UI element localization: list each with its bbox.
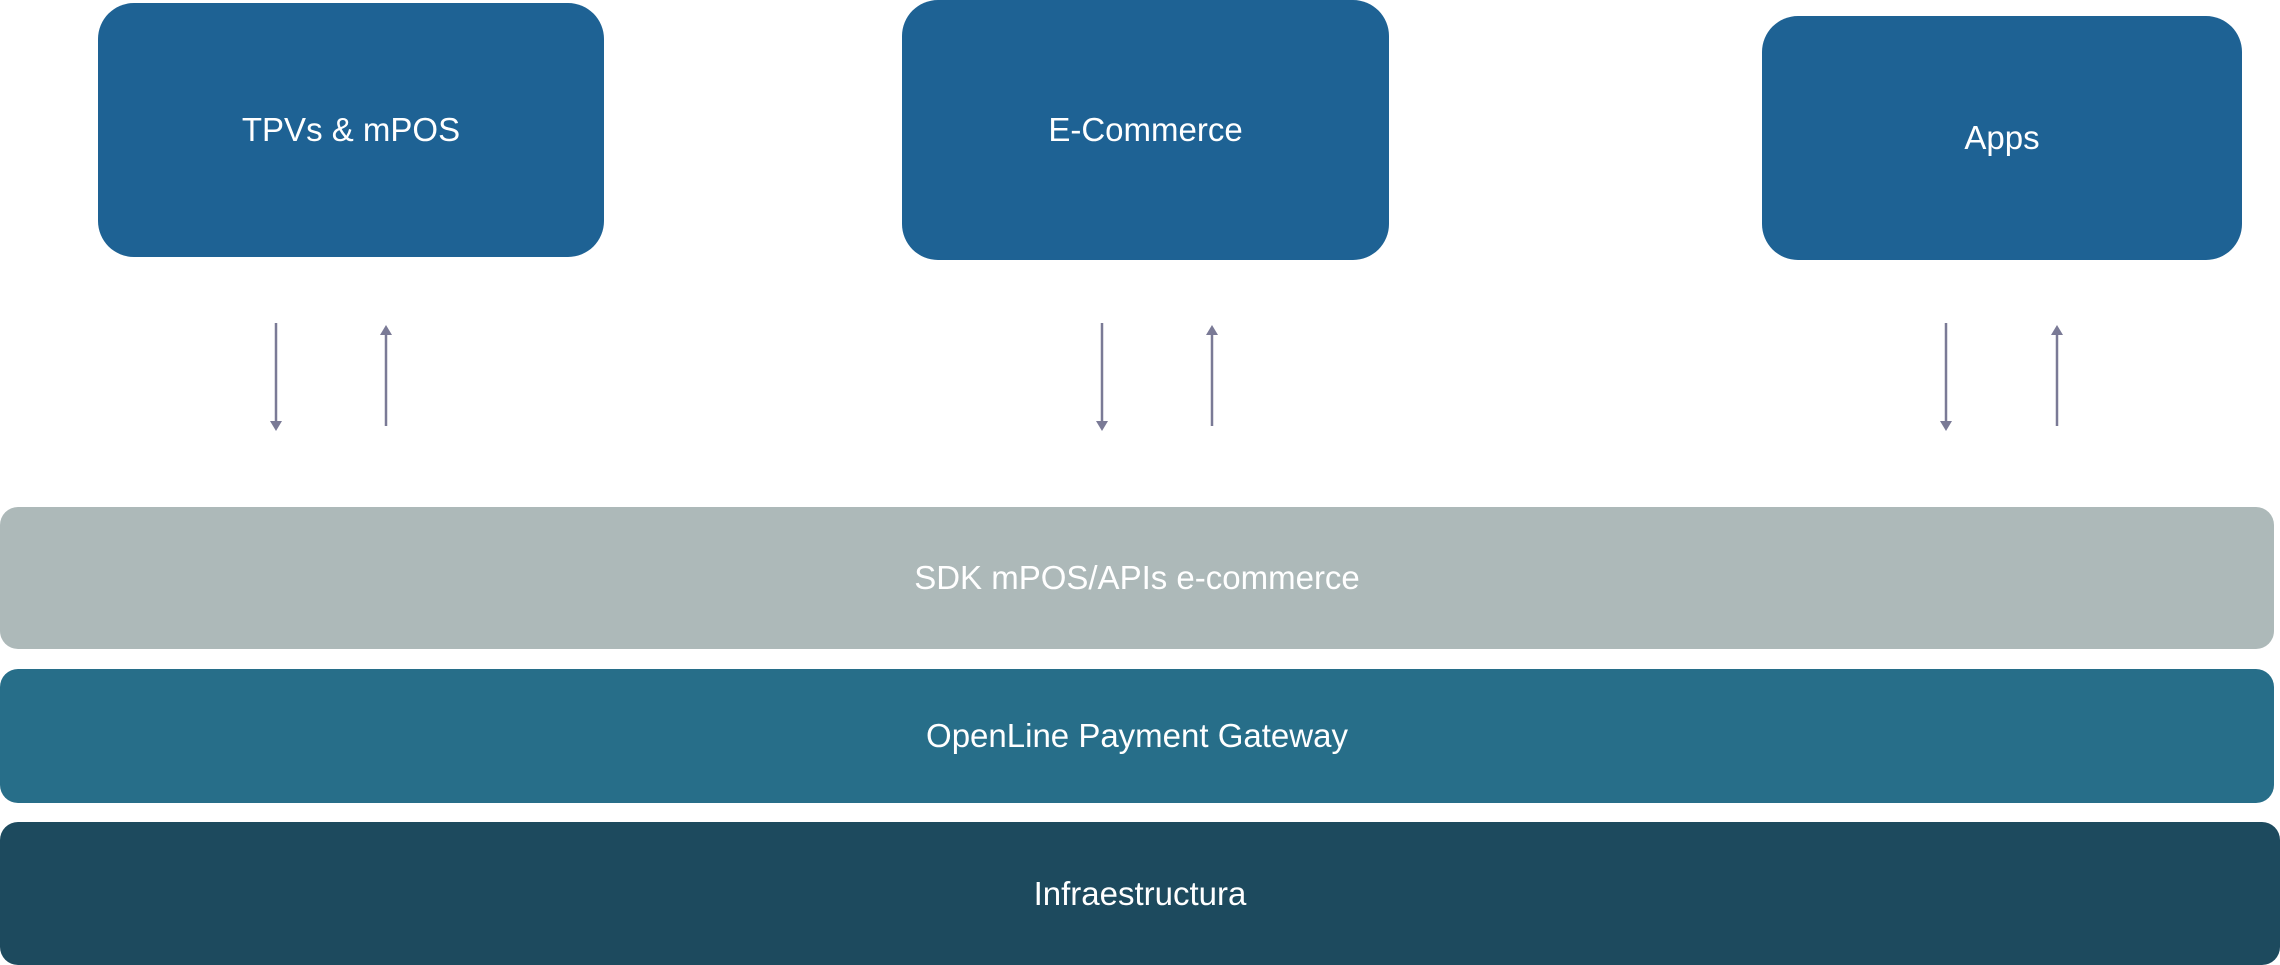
apps-box: Apps	[1762, 16, 2242, 260]
tpv-mpos-box: TPVs & mPOS	[98, 3, 604, 257]
payment-gateway-label: OpenLine Payment Gateway	[926, 717, 1348, 754]
sdk-api-layer: SDK mPOS/APIs e-commerce	[0, 507, 2274, 649]
apps-label: Apps	[1964, 119, 2040, 156]
payment-gateway-layer: OpenLine Payment Gateway	[0, 669, 2274, 803]
sdk-api-label: SDK mPOS/APIs e-commerce	[914, 559, 1360, 596]
tpv-mpos-label: TPVs & mPOS	[241, 111, 461, 148]
ecommerce-label: E-Commerce	[1048, 111, 1243, 148]
infrastructure-label: Infraestructura	[1033, 874, 1247, 912]
ecommerce-box: E-Commerce	[902, 0, 1389, 260]
infrastructure-layer: Infraestructura	[0, 822, 2280, 965]
